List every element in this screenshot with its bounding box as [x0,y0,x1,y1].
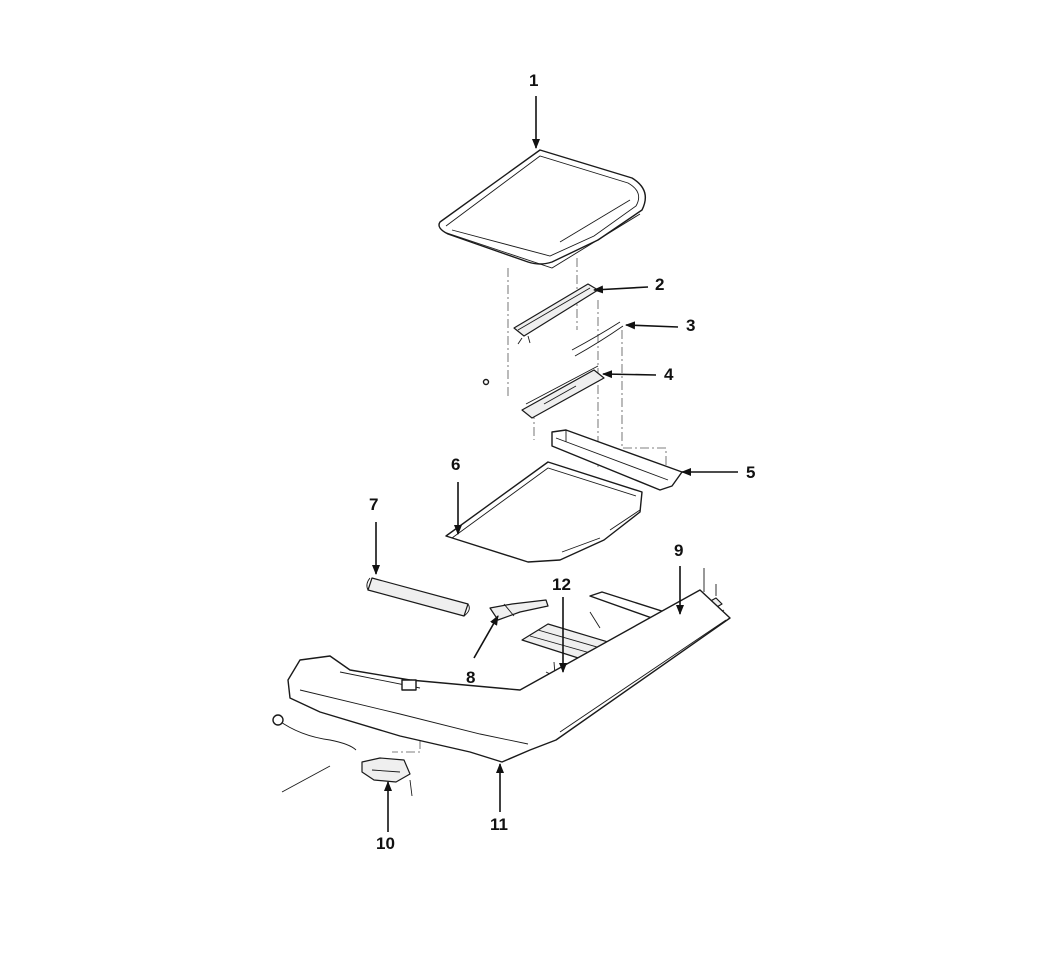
callout-leaders [372,96,738,832]
sunroof-motor [361,757,413,797]
callout-7: 7 [369,495,378,514]
callout-9: 9 [674,541,683,560]
callout-3: 3 [686,316,695,335]
callout-8: 8 [466,668,475,687]
sunroof-guide-bracket [513,283,599,345]
callout-2: 2 [655,275,664,294]
callout-1: 1 [529,71,538,90]
callout-4: 4 [664,365,674,384]
slide-mechanism [482,365,605,419]
sunshade-roller [366,577,470,617]
callout-11: 11 [490,815,508,834]
handle-lever [489,599,549,621]
callout-5: 5 [746,463,755,482]
callout-10: 10 [376,834,395,853]
callout-6: 6 [451,455,460,474]
sunroof-glass-panel [438,149,646,269]
wind-deflector [551,429,683,491]
service-rod [281,765,331,793]
callout-12: 12 [552,575,571,594]
drive-cable [571,321,624,357]
sunroof-frame [287,589,731,763]
sunshade-panel [445,461,643,563]
drain-hose [272,714,357,751]
callout-labels: 1 2 3 4 5 6 7 8 9 10 11 12 [369,71,755,853]
